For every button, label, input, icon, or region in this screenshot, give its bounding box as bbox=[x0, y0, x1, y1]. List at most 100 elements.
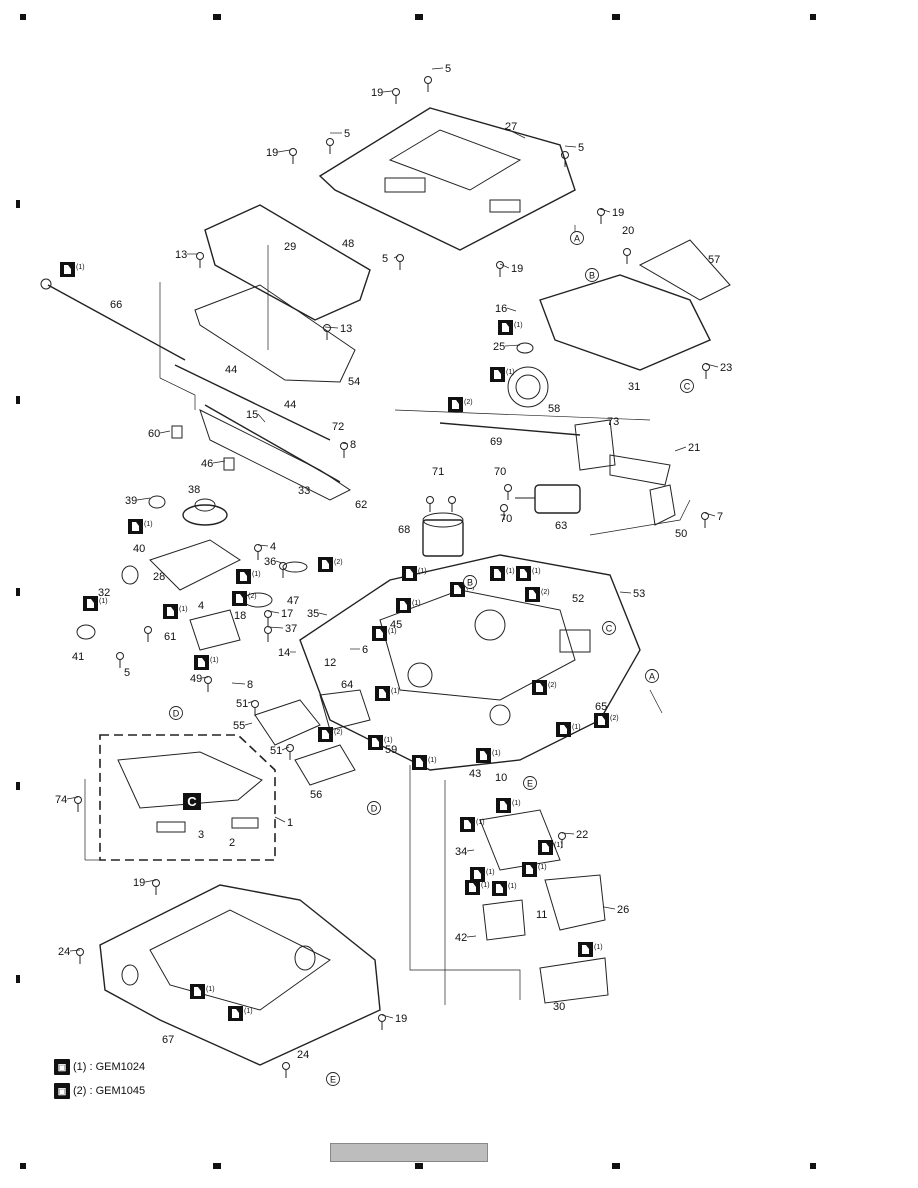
motor-68 bbox=[422, 512, 464, 557]
part-label-2: 2 bbox=[229, 837, 235, 849]
screw-icon bbox=[116, 652, 124, 660]
screw-type-mark: (1) bbox=[496, 798, 521, 813]
screw-type-mark: (2) bbox=[525, 587, 550, 602]
part-label-49: 49 bbox=[190, 673, 202, 685]
upper-right-mechanism bbox=[507, 239, 731, 408]
svg-text:(1): (1) bbox=[388, 628, 397, 635]
part-label-37: 37 bbox=[285, 623, 297, 635]
part-label-68: 68 bbox=[398, 524, 410, 536]
svg-text:E: E bbox=[527, 779, 533, 789]
svg-text:(1): (1) bbox=[252, 571, 261, 578]
screw-icon bbox=[424, 76, 432, 84]
screw-icon bbox=[448, 496, 456, 504]
reference-letter-B: B bbox=[585, 268, 599, 282]
part-label-64: 64 bbox=[341, 679, 353, 691]
part-label-50: 50 bbox=[675, 528, 687, 540]
part-label-19: 19 bbox=[133, 877, 145, 889]
screw-type-mark: (1) bbox=[460, 817, 485, 832]
svg-text:(2): (2) bbox=[334, 559, 343, 566]
screw-type-mark: (1) bbox=[465, 880, 490, 895]
svg-text:E: E bbox=[330, 1075, 336, 1085]
svg-text:(1): (1) bbox=[506, 369, 515, 376]
part-label-65: 65 bbox=[595, 701, 607, 713]
part-label-48: 48 bbox=[342, 238, 354, 250]
screw-type-mark: (2) bbox=[448, 397, 473, 412]
top-cover-part bbox=[318, 107, 576, 251]
svg-text:(1): (1) bbox=[418, 568, 427, 575]
part-label-39: 39 bbox=[125, 495, 137, 507]
part-label-30: 30 bbox=[553, 1001, 565, 1013]
screw-type-mark: (1) bbox=[578, 942, 603, 957]
svg-text:(2): (2) bbox=[541, 589, 550, 596]
svg-text:(1): (1) bbox=[492, 750, 501, 757]
part-label-74: 74 bbox=[55, 794, 67, 806]
part-label-47: 47 bbox=[287, 595, 299, 607]
svg-text:(2): (2) bbox=[464, 399, 473, 406]
part-label-27: 27 bbox=[505, 121, 517, 133]
legend-type1-text: (1) : GEM1024 bbox=[73, 1061, 146, 1073]
part-label-13: 13 bbox=[340, 323, 352, 335]
part-label-22: 22 bbox=[576, 829, 588, 841]
screw-icon bbox=[264, 626, 272, 634]
svg-text:(1): (1) bbox=[391, 688, 400, 695]
svg-text:(1): (1) bbox=[476, 819, 485, 826]
part-label-19: 19 bbox=[266, 147, 278, 159]
part-label-8: 8 bbox=[350, 439, 356, 451]
screw-icon bbox=[392, 88, 400, 96]
part-label-24: 24 bbox=[297, 1049, 309, 1061]
part-label-51: 51 bbox=[236, 698, 248, 710]
screw-type-mark: (1) bbox=[60, 262, 85, 277]
screw-type-mark: (1) bbox=[538, 840, 563, 855]
svg-text:C: C bbox=[684, 382, 691, 392]
screw-type-mark: (1) bbox=[128, 519, 153, 534]
part-label-31: 31 bbox=[628, 381, 640, 393]
part-label-51: 51 bbox=[270, 745, 282, 757]
registration-marks bbox=[16, 14, 816, 1169]
reference-letter-E: E bbox=[523, 776, 537, 790]
part-label-70: 70 bbox=[500, 513, 512, 525]
screw-type-mark: (1) bbox=[516, 566, 541, 581]
screw-gauge-icon: ▣ bbox=[54, 1083, 70, 1099]
svg-text:(1): (1) bbox=[508, 883, 517, 890]
motor-63 bbox=[515, 484, 581, 514]
svg-text:(1): (1) bbox=[179, 606, 188, 613]
part-label-66: 66 bbox=[110, 299, 122, 311]
part-label-59: 59 bbox=[385, 744, 397, 756]
footer-bar bbox=[330, 1143, 488, 1162]
screw-type-mark: (1) bbox=[556, 722, 581, 737]
part-label-34: 34 bbox=[455, 846, 467, 858]
svg-text:(2): (2) bbox=[610, 715, 619, 722]
svg-text:(2): (2) bbox=[248, 593, 257, 600]
part-label-6: 6 bbox=[362, 644, 368, 656]
part-label-13: 13 bbox=[175, 249, 187, 261]
screw-type-mark: (1) bbox=[368, 735, 393, 750]
part-label-7: 7 bbox=[717, 511, 723, 523]
screw-type-mark: (1) bbox=[396, 598, 421, 613]
part-label-36: 36 bbox=[264, 556, 276, 568]
part-label-29: 29 bbox=[284, 241, 296, 253]
part-label-8: 8 bbox=[247, 679, 253, 691]
reference-letter-A: A bbox=[645, 669, 659, 683]
svg-text:(1): (1) bbox=[244, 1008, 253, 1015]
reference-letter-D: D bbox=[367, 801, 381, 815]
part-label-62: 62 bbox=[355, 499, 367, 511]
leader-lines bbox=[84, 225, 691, 1005]
screw-icon bbox=[500, 504, 508, 512]
screw-type-mark: (1) bbox=[236, 569, 261, 584]
part-label-61: 61 bbox=[164, 631, 176, 643]
screw-type-mark: (1) bbox=[522, 862, 547, 877]
part-label-16: 16 bbox=[495, 303, 507, 315]
reference-letter-C: C bbox=[680, 379, 694, 393]
svg-text:B: B bbox=[589, 271, 595, 281]
screw-type-mark: (1) bbox=[492, 881, 517, 896]
part-label-41: 41 bbox=[72, 651, 84, 663]
screw-type-mark: (1) bbox=[194, 655, 219, 670]
part-label-28: 28 bbox=[153, 571, 165, 583]
section-badge: C bbox=[187, 794, 197, 809]
part-label-73: 73 bbox=[607, 416, 619, 428]
screw-type-mark: (1) bbox=[83, 596, 108, 611]
screw-group bbox=[74, 76, 710, 1078]
screw-icon bbox=[426, 496, 434, 504]
reference-letter-E: E bbox=[326, 1072, 340, 1086]
screw-icon bbox=[289, 148, 297, 156]
